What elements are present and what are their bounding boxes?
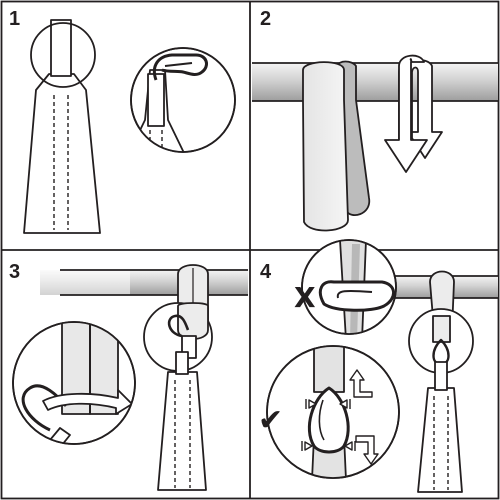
rod <box>252 63 498 101</box>
zoom-circle-strap-top <box>30 22 96 88</box>
panel-2 <box>252 54 498 232</box>
squeeze-arrow-icon <box>301 399 356 451</box>
step-number-3: 3 <box>9 261 21 283</box>
wrong-mark: X <box>294 281 316 314</box>
panel-4 <box>266 239 498 493</box>
rotate-arrow-icon <box>42 389 133 415</box>
down-arrow-icon <box>384 54 443 173</box>
zoom-detail-attach <box>21 322 133 444</box>
bag-body <box>157 351 207 491</box>
step-number-1: 1 <box>9 8 21 30</box>
right-mark: ✔ <box>258 403 284 438</box>
step-number-4: 4 <box>260 261 272 283</box>
zoom-detail-right <box>301 346 379 478</box>
panel-3 <box>12 264 248 491</box>
bag-body <box>417 361 463 493</box>
step-number-2: 2 <box>260 8 272 30</box>
carabiner-hook-icon <box>152 53 209 81</box>
zoom-detail-wrong <box>318 240 395 334</box>
strap-front <box>302 61 349 232</box>
bag-body <box>23 19 101 234</box>
panel-1 <box>23 19 236 234</box>
carabiner-hook-icon <box>307 386 350 454</box>
